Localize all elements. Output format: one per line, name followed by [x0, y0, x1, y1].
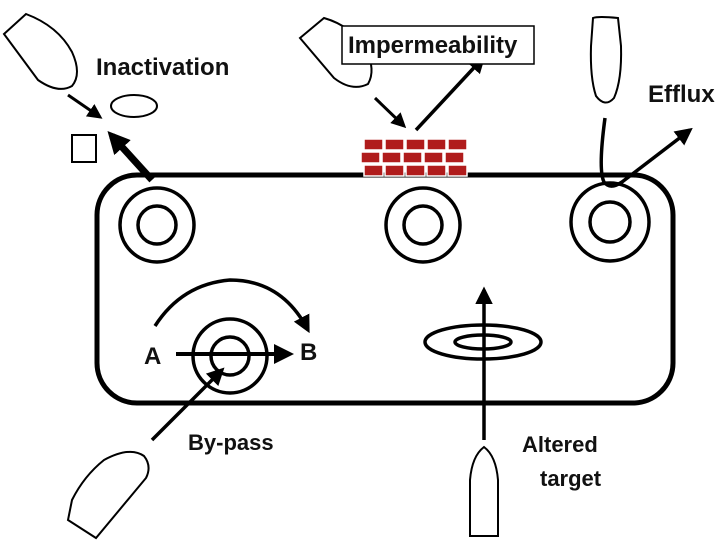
impermeable-brick-wall: [360, 138, 468, 177]
inactivating-enzyme: [110, 94, 158, 118]
brick-11: [384, 164, 405, 177]
bypass-drug-arrow: [150, 367, 225, 442]
porin-left: [118, 186, 196, 264]
impermeability-label-box: [341, 25, 535, 65]
impermeability-entry-arrow: [373, 96, 407, 129]
drug-capsule-altered-target: [469, 445, 499, 537]
brick-3: [426, 138, 447, 151]
drug-capsule-efflux: [589, 16, 623, 104]
brick-4: [447, 138, 468, 151]
bypass-curved-arrow: [153, 278, 310, 334]
drug-capsule-inactivation: [2, 12, 78, 90]
brick-14: [447, 164, 468, 177]
brick-13: [426, 164, 447, 177]
efflux-pump: [569, 181, 651, 263]
impermeability-reflect-arrow: [414, 55, 486, 132]
brick-10: [363, 164, 384, 177]
bypass-label: By-pass: [188, 430, 274, 455]
brick-7: [402, 151, 423, 164]
altered-target-label-line2: target: [540, 466, 602, 491]
efflux-label: Efflux: [648, 81, 715, 108]
drug-capsule-bypass: [66, 450, 150, 540]
pathway-label-a: A: [144, 343, 161, 370]
pathway-label-b: B: [300, 339, 317, 366]
brick-6: [381, 151, 402, 164]
brick-12: [405, 164, 426, 177]
efflux-path-arrow: [599, 117, 693, 188]
brick-8: [423, 151, 444, 164]
altered-target-label-line1: Altered: [522, 432, 598, 457]
inactivated-drug-fragment: [71, 134, 97, 163]
brick-5: [360, 151, 381, 164]
brick-0: [363, 138, 384, 151]
brick-2: [405, 138, 426, 151]
inactivation-exit-arrow: [107, 131, 155, 183]
inactivation-label: Inactivation: [96, 54, 229, 81]
inactivation-entry-arrow: [67, 93, 103, 119]
brick-9: [444, 151, 465, 164]
porin-middle: [384, 186, 462, 264]
brick-1: [384, 138, 405, 151]
impermeability-label: Impermeability: [348, 32, 518, 59]
